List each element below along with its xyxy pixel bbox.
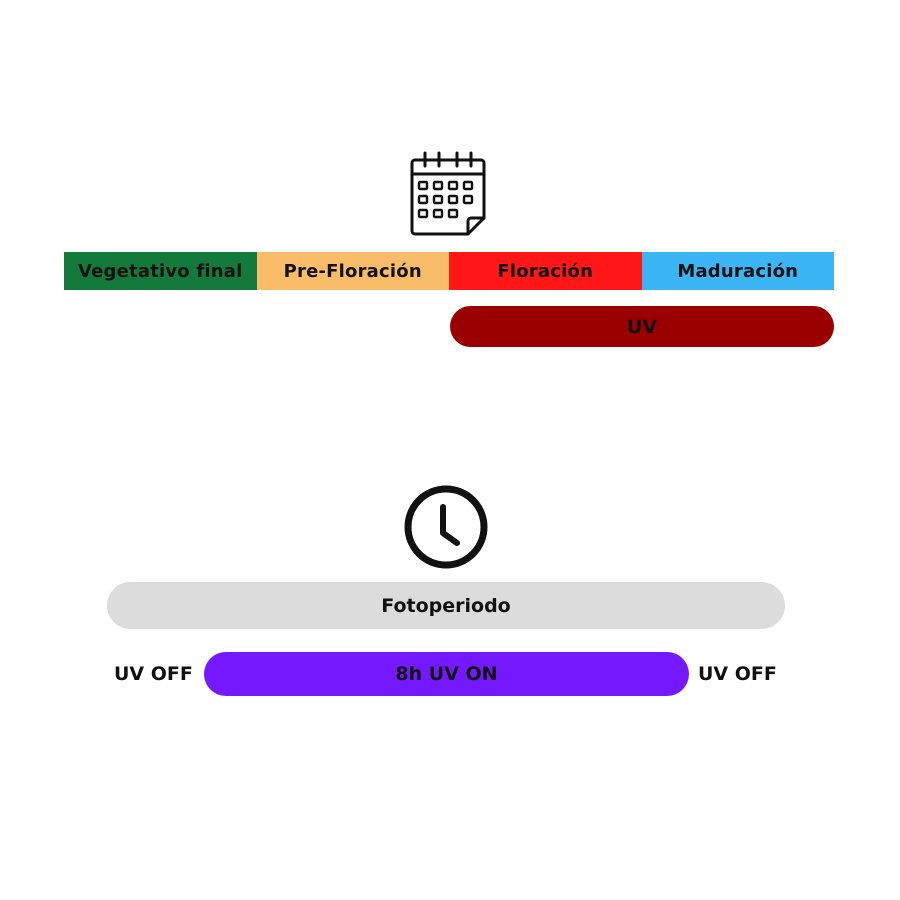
calendar-icon (410, 151, 486, 236)
stage-pre-floracion: Pre-Floración (256, 252, 449, 290)
stage-maduracion: Maduración (641, 252, 834, 290)
growth-stage-bar: Vegetativo final Pre-Floración Floración… (64, 252, 834, 290)
clock-icon (404, 485, 488, 569)
uv-period-bar: UV (450, 306, 834, 347)
stage-floracion: Floración (449, 252, 642, 290)
uv-off-right-label: UV OFF (698, 663, 777, 685)
uv-on-bar: 8h UV ON (204, 652, 689, 696)
photoperiod-bar: Fotoperiodo (107, 582, 785, 629)
uv-off-left-label: UV OFF (114, 663, 193, 685)
stage-vegetativo-final: Vegetativo final (64, 252, 257, 290)
